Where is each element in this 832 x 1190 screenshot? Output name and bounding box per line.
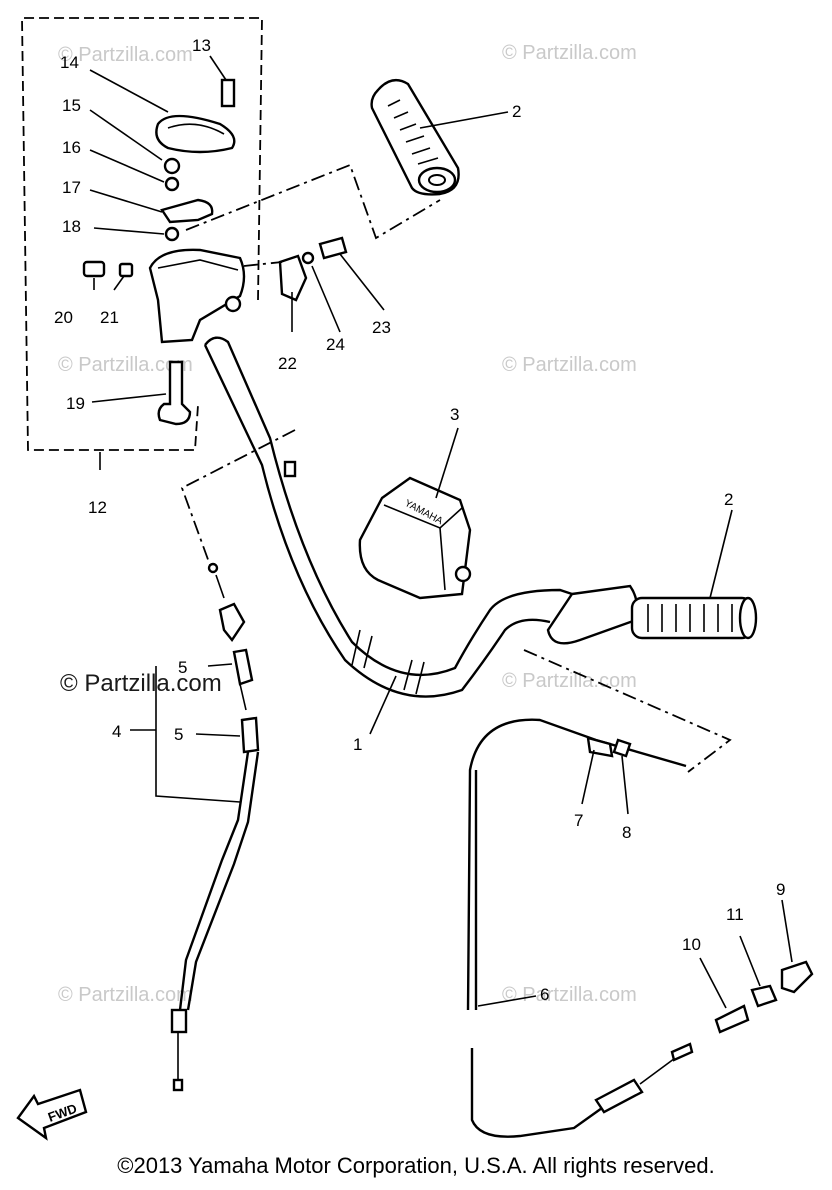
clamp-22 [278,254,308,302]
callout-2: 2 [724,490,733,509]
screw-23 [318,236,348,260]
watermark: © Partzilla.com [502,354,637,376]
callout-14: 14 [60,53,79,72]
callout-9: 9 [776,880,785,899]
callout-11: 11 [726,905,744,924]
callout-23: 23 [372,318,391,337]
adjuster-19 [157,360,192,426]
callout-24: 24 [326,335,345,354]
handlebar-lower-edge [203,344,551,698]
lever-17 [160,198,214,224]
callout-15: 15 [62,96,81,115]
watermark: © Partzilla.com [60,670,222,697]
fwd-arrow: FWD [16,1088,88,1141]
left-grip [370,78,460,196]
washer-24 [301,251,315,265]
right-grip [546,584,758,645]
callout-7: 7 [574,811,583,830]
handlebar-clamp [351,629,425,695]
watermark: © Partzilla.com [502,984,637,1006]
watermark: © Partzilla.com [58,44,193,66]
callout-13: 13 [192,36,211,55]
group-box [21,17,263,451]
callout-2: 2 [512,102,521,121]
leader-lines [89,55,793,1009]
holder-11 [750,984,778,1008]
collar-18 [164,226,180,242]
watermark: © Partzilla.com [58,354,193,376]
bracket-9 [780,960,814,994]
nut-21 [118,262,134,278]
callout-19: 19 [66,394,85,413]
callout-18: 18 [62,217,81,236]
callout-21: 21 [100,308,119,327]
callout-20: 20 [54,308,73,327]
callout-16: 16 [62,138,81,157]
callout-10: 10 [682,935,701,954]
handlebar-pin [283,460,297,478]
screw-13 [220,78,236,108]
copyright-notice: ©2013 Yamaha Motor Corporation, U.S.A. A… [117,1153,715,1178]
callout-1: 1 [353,735,362,754]
callout-6: 6 [540,985,549,1004]
connector-line [185,163,441,240]
connector-line [243,261,283,267]
connector-line [523,649,732,773]
callout-17: 17 [62,178,81,197]
screw-20 [82,260,106,278]
watermark: © Partzilla.com [502,42,637,64]
handlebar-pad: YAMAHA [358,476,472,600]
callout-3: 3 [450,405,459,424]
callout-5: 5 [178,658,187,677]
throttle-housing [148,248,246,344]
callout-22: 22 [278,354,297,373]
callout-12: 12 [88,498,107,517]
nut-16 [164,176,180,192]
watermark: © Partzilla.com [502,670,637,692]
callout-8: 8 [622,823,631,842]
callout-4: 4 [112,722,121,741]
callout-numbers: 1 2 2 3 4 5 5 6 7 8 9 10 11 12 13 14 15 … [54,36,785,1004]
callout-5: 5 [174,725,183,744]
watermark: © Partzilla.com [58,984,193,1006]
washer-15 [163,157,181,175]
handlebar [204,336,573,676]
exploded-view-drawing: YAMAHA [16,17,814,1141]
right-cable [466,718,814,1138]
spring-10 [714,1004,750,1034]
connector-line [180,429,296,566]
left-cable [170,562,260,1092]
